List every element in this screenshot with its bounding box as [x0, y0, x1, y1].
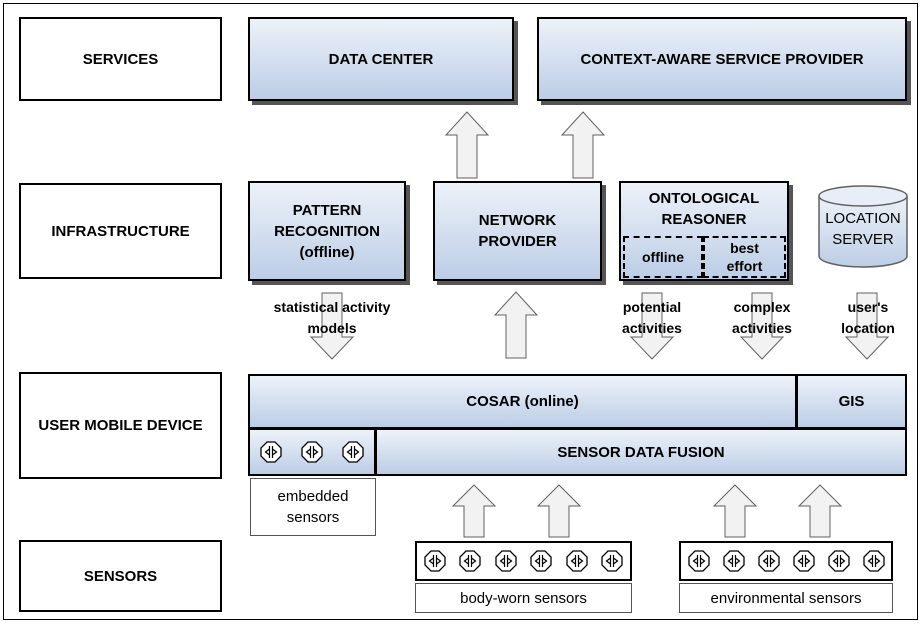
arrow-icon: [560, 111, 606, 179]
arrow-icon: [536, 484, 582, 538]
sensor-icon: [757, 550, 780, 572]
environmental-sensors-box: environmental sensors: [679, 583, 893, 613]
sensor-icon: [601, 550, 623, 572]
reasoner-offline-label: offline: [642, 249, 684, 265]
layer-services-label: SERVICES: [82, 50, 159, 68]
body-worn-sensors-row: [415, 541, 632, 581]
arrow-icon: [797, 484, 843, 538]
cosar-label: COSAR (online): [466, 393, 579, 410]
sensor-icon: [495, 550, 517, 572]
layer-services: SERVICES: [19, 17, 222, 101]
layer-user-mobile-device: USER MOBILE DEVICE: [19, 372, 222, 479]
sensor-icon: [792, 550, 815, 572]
complex-activities-label: complex activities: [732, 299, 792, 336]
embedded-sensors-label: embedded sensors: [277, 488, 349, 526]
data-center-label: DATA CENTER: [328, 50, 434, 68]
gis-label: GIS: [838, 393, 865, 410]
reasoner-best-effort-label: best effort: [726, 240, 763, 274]
pattern-recognition-box: PATTERN RECOGNITION (offline): [248, 181, 406, 281]
sensor-icon: [827, 550, 850, 572]
arrow-icon: [739, 292, 785, 360]
ontological-reasoner-label: ONTOLOGICAL REASONER: [648, 190, 760, 228]
cosar-box: COSAR (online): [248, 374, 797, 429]
sensor-icon: [301, 441, 323, 463]
sensor-icon: [722, 550, 745, 572]
sensor-icon: [530, 550, 552, 572]
context-aware-service-provider-label: CONTEXT-AWARE SERVICE PROVIDER: [580, 50, 864, 68]
layer-infrastructure: INFRASTRUCTURE: [19, 183, 222, 279]
context-aware-service-provider-box: CONTEXT-AWARE SERVICE PROVIDER: [537, 17, 907, 101]
layer-sensors-label: SENSORS: [83, 567, 158, 585]
sensor-icon: [260, 441, 282, 463]
body-worn-sensors-label: body-worn sensors: [460, 589, 587, 607]
environmental-sensors-row: [679, 541, 893, 581]
sensor-icon: [687, 550, 710, 572]
arrow-icon: [309, 292, 355, 360]
sensor-icon: [459, 550, 481, 572]
data-center-box: DATA CENTER: [248, 17, 514, 101]
gis-box: GIS: [796, 374, 907, 429]
arrow-icon: [844, 292, 890, 360]
sensor-data-fusion-box: SENSOR DATA FUSION: [375, 428, 907, 476]
arrow-icon: [629, 292, 675, 360]
statistical-activity-models-label: statistical activity models: [273, 299, 391, 336]
location-server-label: LOCATION SERVER: [825, 210, 901, 248]
arrow-icon: [444, 111, 490, 179]
layer-sensors: SENSORS: [19, 540, 222, 612]
reasoner-offline-box: offline: [623, 236, 703, 278]
network-provider-label: NETWORK PROVIDER: [478, 212, 557, 250]
network-provider-box: NETWORK PROVIDER: [433, 181, 602, 281]
body-worn-sensors-box: body-worn sensors: [415, 583, 632, 613]
sensor-icon: [566, 550, 588, 572]
location-server-cylinder: [818, 185, 908, 268]
layer-user-mobile-device-label: USER MOBILE DEVICE: [38, 417, 203, 434]
diagram-frame: [3, 3, 918, 620]
environmental-sensors-label: environmental sensors: [710, 589, 862, 607]
sensor-data-fusion-label: SENSOR DATA FUSION: [557, 443, 725, 461]
potential-activities-label: potential activities: [622, 299, 682, 336]
arrow-icon: [493, 291, 539, 359]
embedded-sensors-row: [248, 428, 376, 476]
sensor-icon: [342, 441, 364, 463]
embedded-sensors-box: embedded sensors: [250, 478, 376, 536]
layer-infrastructure-label: INFRASTRUCTURE: [51, 222, 190, 240]
pattern-recognition-label: PATTERN RECOGNITION (offline): [274, 201, 380, 261]
sensor-icon: [862, 550, 885, 572]
arrow-icon: [712, 484, 758, 538]
arrow-icon: [451, 484, 497, 538]
users-location-label: user's location: [841, 299, 895, 336]
sensor-icon: [424, 550, 446, 572]
reasoner-best-effort-box: best effort: [703, 236, 786, 278]
